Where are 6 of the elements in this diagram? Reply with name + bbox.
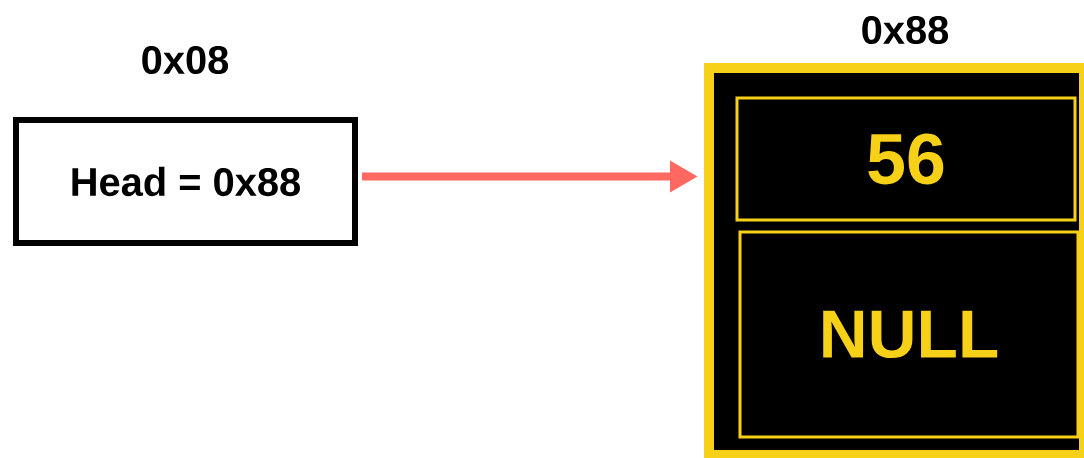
node-box <box>704 63 1084 458</box>
data-field: 56 <box>735 96 1077 222</box>
next-field: NULL <box>738 230 1080 439</box>
address-label: 0x08 <box>142 45 229 75</box>
pointer-box: Head = 0x88 <box>13 117 358 246</box>
address-label: 0x88 <box>862 15 949 45</box>
